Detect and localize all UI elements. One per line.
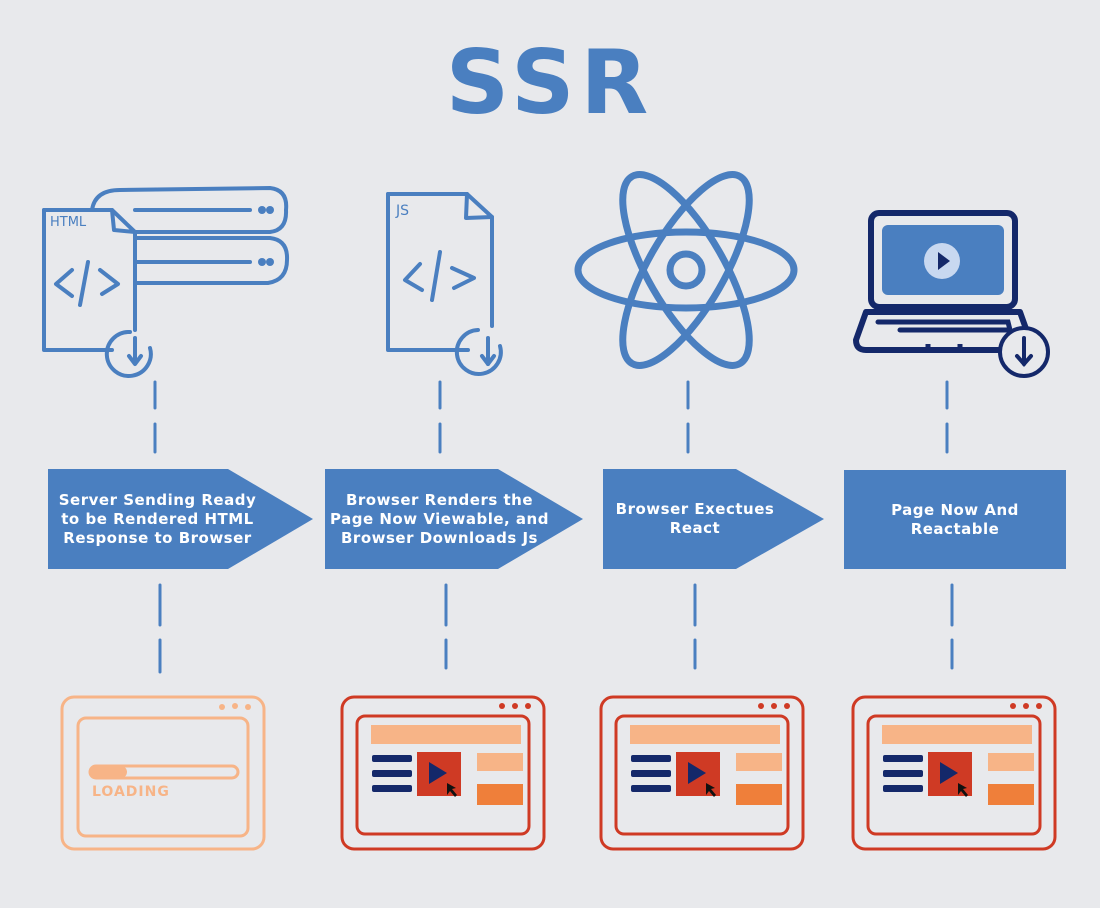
window-dot	[771, 703, 777, 709]
menu-line	[883, 770, 923, 777]
window-dot	[784, 703, 790, 709]
menu-line	[372, 785, 412, 792]
step-1-arrow-shape	[48, 469, 313, 569]
step-2-label: Browser Renders the Page Now Viewable, a…	[330, 490, 549, 547]
menu-line	[631, 785, 671, 792]
step-3-arrow-shape	[603, 469, 824, 569]
play-icon	[688, 762, 706, 784]
step-3-label: Browser Exectues React	[615, 500, 775, 537]
window-dot	[499, 703, 505, 709]
cursor-icon	[447, 783, 457, 797]
cursor-icon	[706, 783, 716, 797]
step-2-arrow-shape	[325, 469, 583, 569]
side-button	[477, 784, 523, 805]
laptop-play-icon	[853, 210, 1033, 353]
side-block	[477, 753, 523, 771]
progress-bar-fill	[90, 766, 127, 778]
window-frame	[851, 695, 1057, 851]
window-dot	[512, 703, 518, 709]
window-dot	[1036, 703, 1042, 709]
browser-window-rendered-4	[851, 695, 1057, 851]
loading-text: LOADING	[92, 784, 170, 800]
menu-line	[631, 770, 671, 777]
step-4-label-bold: Reactable	[910, 519, 1000, 538]
window-frame	[599, 695, 805, 851]
html-file-server-icon	[42, 186, 290, 378]
play-icon	[429, 762, 447, 784]
window-content-frame	[866, 714, 1042, 836]
window-dot	[1023, 703, 1029, 709]
play-icon	[940, 762, 958, 784]
menu-line	[372, 770, 412, 777]
window-content-frame	[355, 714, 531, 836]
step-4-box-shape	[844, 470, 1066, 569]
window-dot	[758, 703, 764, 709]
side-block	[988, 753, 1034, 771]
step-4-label: Page Now And Reactable	[844, 470, 1066, 569]
browser-window-rendered-3	[599, 695, 805, 851]
js-file-label: JS	[395, 203, 409, 219]
side-button	[736, 784, 782, 805]
cursor-icon	[958, 783, 968, 797]
download-icon	[998, 326, 1050, 378]
menu-line	[883, 755, 923, 762]
window-frame	[340, 695, 546, 851]
header-bar	[882, 725, 1032, 744]
browser-window-rendered-2	[340, 695, 546, 851]
side-block	[736, 753, 782, 771]
step-4-label-plain: Page Now And	[891, 500, 1019, 519]
window-dots	[219, 703, 251, 710]
page-title: SSR	[445, 31, 655, 134]
header-bar	[371, 725, 521, 744]
window-dot	[525, 703, 531, 709]
react-logo-icon	[574, 171, 798, 369]
step-1-label: Server Sending Ready to be Rendered HTML…	[58, 490, 257, 547]
html-file-label: HTML	[50, 215, 87, 230]
menu-line	[883, 785, 923, 792]
window-content-frame	[614, 714, 790, 836]
browser-window-loading	[60, 695, 266, 851]
menu-line	[631, 755, 671, 762]
header-bar	[630, 725, 780, 744]
server-dots	[258, 206, 274, 266]
window-dot	[1010, 703, 1016, 709]
js-file-download-icon	[386, 192, 503, 376]
connector-lines	[153, 380, 954, 674]
side-button	[988, 784, 1034, 805]
menu-line	[372, 755, 412, 762]
